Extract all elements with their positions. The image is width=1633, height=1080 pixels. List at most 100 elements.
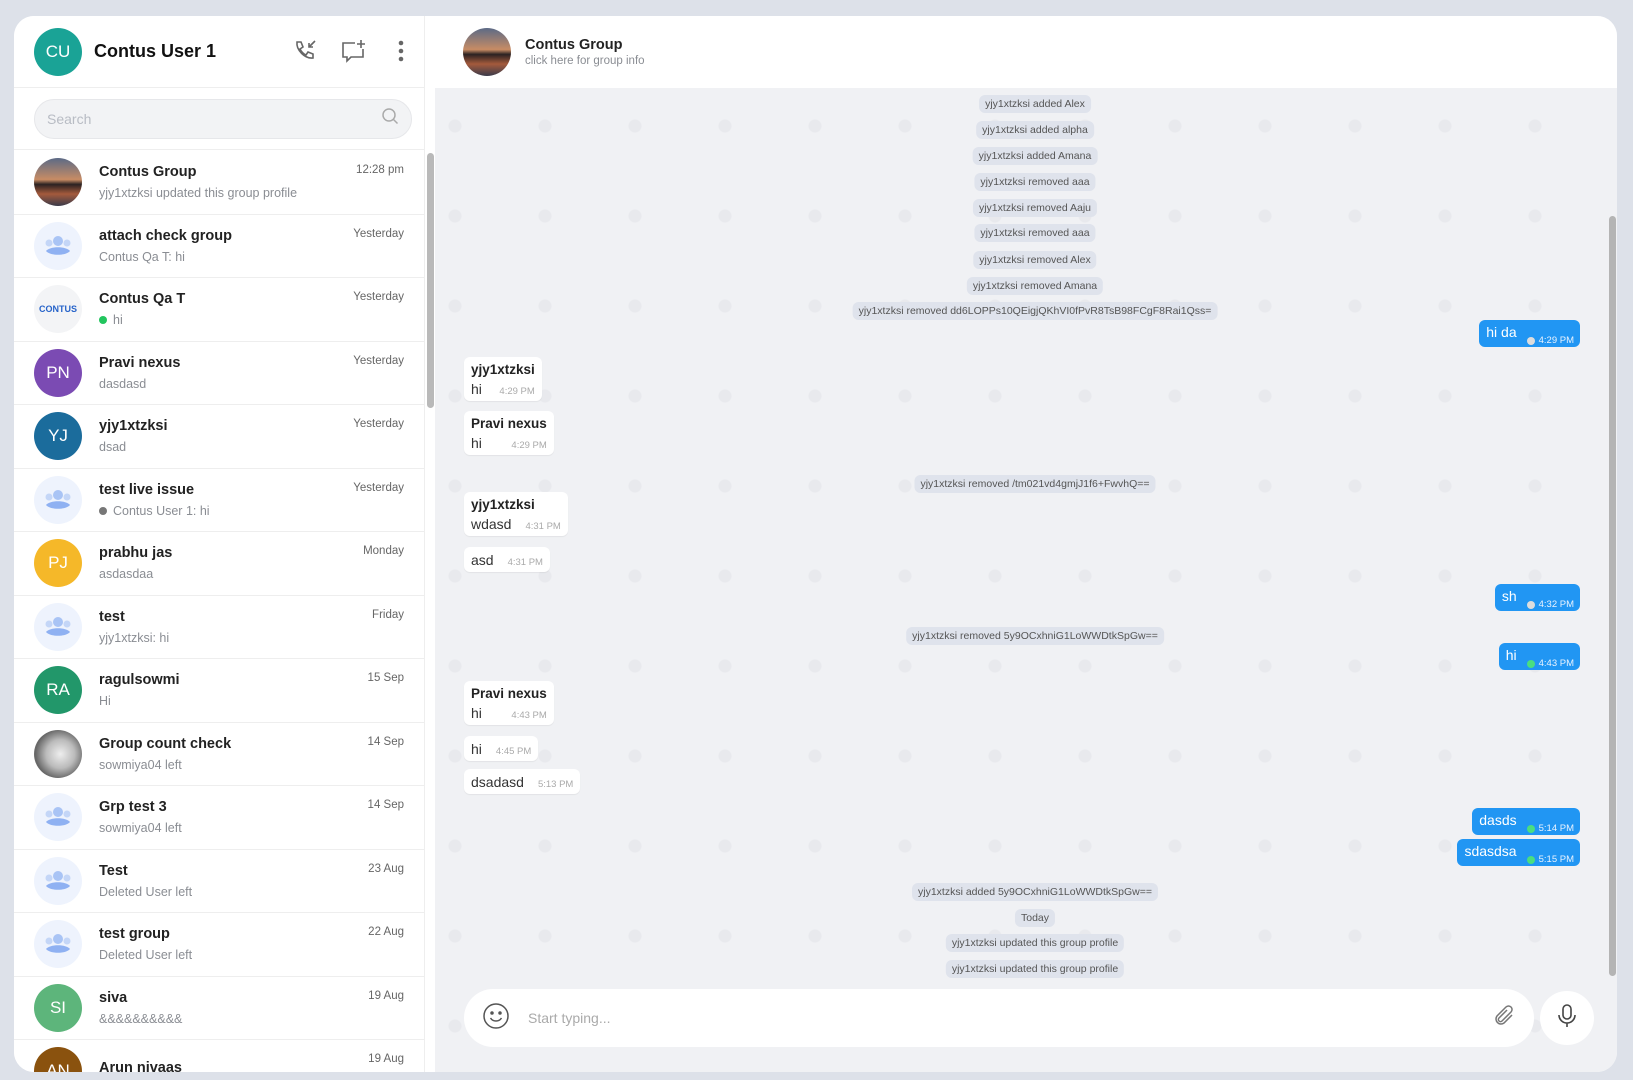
message-time: 4:29 PM — [511, 440, 547, 451]
chat-name: test — [99, 608, 125, 625]
chat-time: Yesterday — [353, 227, 404, 240]
chat-time: 22 Aug — [368, 926, 404, 938]
chat-avatar: PN — [34, 348, 82, 397]
system-notification: yjy1xtzksi removed /tm021vd4gmjJ1f6+Fwvh… — [914, 475, 1156, 493]
chat-preview: sowmiya04 left — [99, 757, 182, 772]
chat-name: Pravi nexus — [99, 354, 181, 371]
more-options-icon[interactable] — [386, 36, 416, 66]
message-input[interactable] — [528, 1010, 1492, 1026]
incoming-message[interactable]: yjy1xtzksi hi 4:29 PM — [464, 357, 542, 401]
chat-preview: Deleted User left — [99, 948, 193, 963]
status-dot — [99, 506, 107, 515]
group-avatar[interactable] — [463, 28, 511, 76]
system-notification: yjy1xtzksi added 5y9OCxhniG1LoWWDtkSpGw=… — [911, 883, 1159, 901]
chat-name: Contus Qa T — [99, 291, 186, 308]
chat-name: Arun nivaas — [99, 1060, 182, 1072]
group-placeholder-icon — [34, 221, 82, 270]
call-log-icon[interactable] — [290, 36, 320, 66]
chat-time: 19 Aug — [368, 1053, 404, 1065]
chat-preview: sowmiya04 left — [99, 821, 182, 836]
message-time: 4:43 PM — [1538, 658, 1574, 669]
chat-preview: Contus Qa T: hi — [99, 249, 185, 264]
chat-scrollbar[interactable] — [1609, 216, 1616, 976]
chat-preview: Hi — [99, 694, 111, 709]
chat-avatar: PJ — [34, 539, 82, 588]
chat-time: Friday — [372, 608, 404, 621]
sidebar-scrollbar[interactable] — [427, 153, 434, 408]
chat-avatar-image — [34, 729, 82, 778]
group-placeholder-icon — [34, 920, 82, 969]
chat-name: attach check group — [99, 227, 232, 244]
user-avatar[interactable]: CU — [34, 27, 82, 76]
message-text: dsadasd — [471, 774, 524, 790]
message-text: hi — [471, 381, 482, 397]
message-time: 4:29 PM — [499, 386, 535, 397]
chat-preview: asdasdaa — [99, 567, 154, 582]
new-chat-icon[interactable] — [338, 36, 368, 66]
message-composer — [464, 989, 1534, 1047]
sender-name: yjy1xtzksi — [471, 362, 535, 377]
chat-preview: hi — [113, 313, 123, 328]
chat-name: test live issue — [99, 481, 195, 498]
system-notification: yjy1xtzksi added Alex — [979, 95, 1091, 113]
system-notification: yjy1xtzksi added Amana — [972, 147, 1098, 165]
chat-name: Contus Group — [99, 164, 197, 181]
message-time: 4:31 PM — [525, 521, 561, 532]
conversation-header[interactable]: Contus Group click here for group info — [435, 16, 1617, 88]
app-window: CU Contus User 1 Contus Groupyjy1xtzksi … — [14, 16, 1617, 1072]
microphone-icon — [1555, 1003, 1579, 1034]
chat-time: 23 Aug — [368, 862, 404, 875]
system-notification: yjy1xtzksi removed Aaju — [972, 199, 1098, 217]
system-notification: yjy1xtzksi removed Amana — [966, 277, 1104, 295]
chat-time: 14 Sep — [367, 735, 404, 748]
status-dot — [99, 316, 107, 325]
chat-preview: &&&&&&&&&& — [99, 1011, 183, 1026]
conversation-panel: Contus Group click here for group info y… — [435, 16, 1617, 1072]
sidebar-header: CU Contus User 1 — [14, 16, 424, 88]
search-input[interactable] — [47, 110, 381, 127]
chat-time: Monday — [363, 545, 404, 557]
chat-name: Test — [99, 862, 128, 879]
message-time: 4:31 PM — [507, 557, 543, 568]
conversation-title: Contus Group — [525, 37, 623, 53]
message-time: 5:14 PM — [1538, 823, 1574, 834]
message-time: 4:43 PM — [511, 710, 547, 721]
group-placeholder-icon — [34, 475, 82, 524]
system-notification: yjy1xtzksi removed Alex — [973, 251, 1097, 269]
message-text: hi — [471, 435, 482, 451]
search-box — [34, 98, 412, 139]
delivery-status-icon — [1526, 659, 1535, 668]
conversation-subtitle[interactable]: click here for group info — [525, 55, 645, 67]
chat-time: 19 Aug — [368, 989, 404, 1002]
microphone-button[interactable] — [1540, 991, 1594, 1045]
search-icon[interactable] — [381, 107, 399, 130]
emoji-icon[interactable] — [482, 1002, 510, 1035]
attachment-icon[interactable] — [1492, 1004, 1516, 1033]
